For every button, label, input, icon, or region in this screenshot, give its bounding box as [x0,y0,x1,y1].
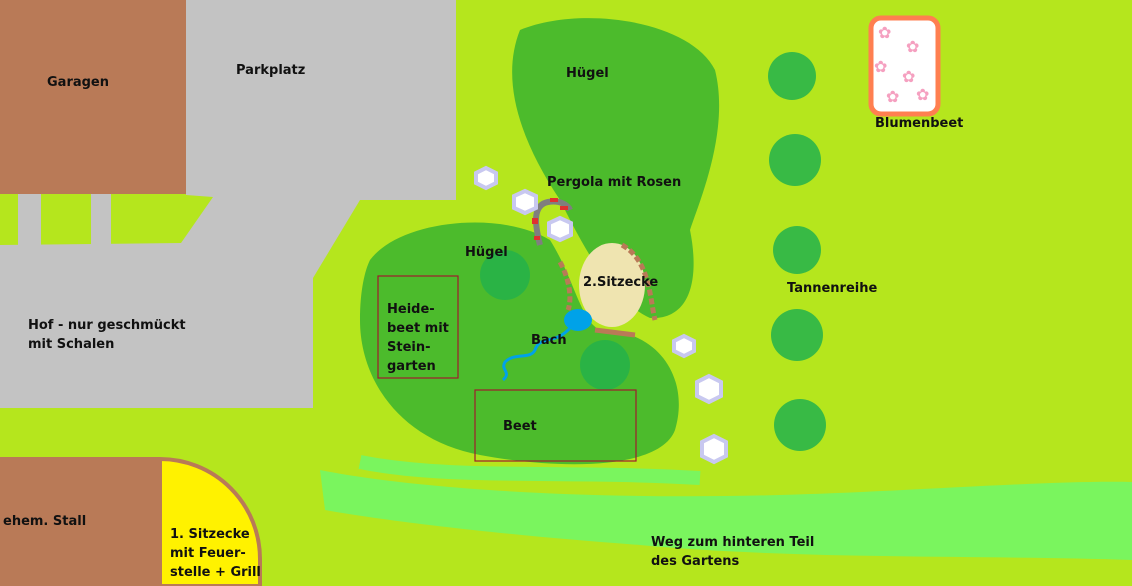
blumenbeet [868,15,941,117]
label-huegel-top: Hügel [566,66,609,81]
path-stroke [358,455,701,485]
heidebeet [377,275,459,379]
stall [0,457,160,586]
garages [0,0,186,194]
label-heidebeet: Heide- beet mit Stein- garten [387,302,449,374]
border-stones [620,242,658,321]
label-stall: ehem. Stall [3,514,87,529]
label-parkplatz: Parkplatz [236,63,306,78]
sitzecke-2 [579,243,645,327]
stream [501,326,572,382]
lamps [474,165,728,465]
beet [474,389,637,462]
post [91,193,111,245]
tannenreihe-trees [768,52,826,451]
label-bach: Bach [531,333,567,348]
label-beet: Beet [503,419,537,434]
svg-text:✿: ✿ [902,67,915,86]
svg-text:✿: ✿ [874,57,887,76]
label-huegel-left: Hügel [465,245,508,260]
border-stones [557,260,573,311]
label-blumenbeet: Blumenbeet [875,116,964,131]
label-garagen: Garagen [47,75,110,90]
svg-text:✿: ✿ [886,87,899,106]
label-sitzecke-2: 2.Sitzecke [583,275,659,290]
border-stones [594,327,636,338]
hill-left [360,222,679,465]
svg-text:✿: ✿ [916,85,929,104]
tree [580,340,630,390]
paved-area [0,0,456,408]
label-hof: Hof - nur geschmückt mit Schalen [28,318,186,352]
tree [480,250,530,300]
label-weg: Weg zum hinteren Teil des Gartens [651,535,815,569]
flowers: ✿✿✿ ✿✿✿ [874,23,929,106]
label-sitzecke-1: 1. Sitzecke mit Feuer- stelle + Grill [170,527,261,580]
post [18,193,41,245]
path-to-back [320,470,1132,560]
hill-top [512,18,720,319]
svg-text:✿: ✿ [906,37,919,56]
label-tannenreihe: Tannenreihe [787,281,878,296]
svg-text:✿: ✿ [878,23,891,42]
pergola [533,198,573,246]
label-pergola: Pergola mit Rosen [547,175,682,190]
sitzecke-1 [158,456,262,586]
pond [564,309,592,331]
